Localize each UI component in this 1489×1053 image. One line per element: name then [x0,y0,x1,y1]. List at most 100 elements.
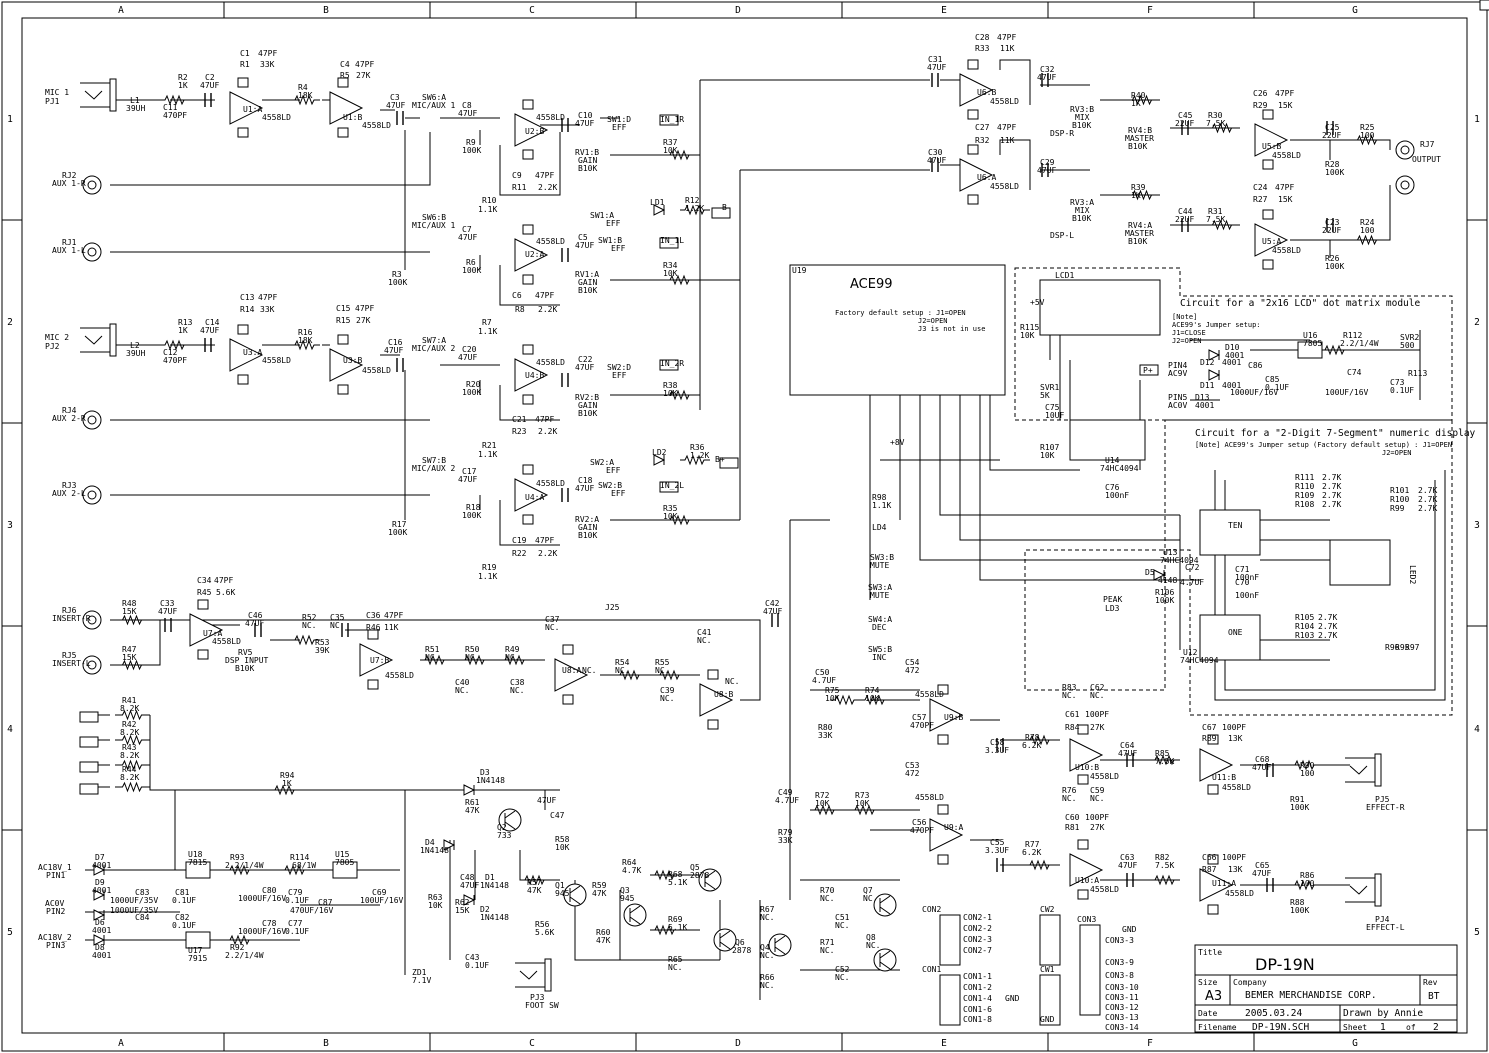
part-label-c36v: 47PF [384,611,403,620]
part-label-rv3am: MIX [1075,206,1090,215]
diode-symbol [653,204,666,216]
part-label-r87: R87 [1202,865,1217,874]
diode-symbol [93,909,106,921]
part-label-c31: C31 [928,55,943,64]
part-label-r2: R2 [178,73,188,82]
part-label-rv1a: RV1:A [575,270,599,279]
part-label-c1: C1 [240,49,250,58]
part-label-q6v: 2878 [732,946,751,955]
part-label-pin4: PIN4 [1168,361,1187,370]
part-label-c9: C9 [512,171,522,180]
part-label-r66: R66 [760,973,775,982]
part-label-r42v: 8.2K [120,728,139,737]
segment-note: J2=OPEN [1382,449,1412,457]
part-label-con3_11: CON3-11 [1105,993,1139,1002]
u13-name: 74HC4094 [1160,556,1199,565]
part-label-r112v: 2.2/1/4W [1340,339,1379,348]
part-label-cw1: CW1 [1040,965,1055,974]
part-label-ac0v: AC0V [45,899,64,908]
part-label-c21: C21 [512,415,527,424]
capacitor-symbol [164,618,172,632]
part-label-r78: R78 [1025,733,1040,742]
part-label-r33v: 11K [1000,44,1015,53]
part-label-r42: R42 [122,720,137,729]
part-label-cw2: CW2 [1040,905,1055,914]
net-tag-box [1139,364,1159,376]
date-value: 2005.03.24 [1245,1008,1302,1019]
part-label-r44: R44 [122,765,137,774]
part-label-r101v: 2.7K [1418,486,1437,495]
part-label-c43: C43 [465,953,480,962]
part-label-sw3b: SW3:B [870,553,894,562]
part-label-r40: R40 [1131,91,1146,100]
size-value: A3 [1205,989,1222,1004]
grid-column-label: C [529,5,535,16]
part-label-r103: R103 [1295,631,1314,640]
part-label-r15: R15 [336,316,351,325]
part-label-rj6: RJ6 [62,606,77,615]
part-label-r29: R29 [1253,101,1268,110]
part-label-c37v: NC. [545,623,559,632]
part-label-c37: C37 [545,615,560,624]
part-label-c62: C62 [1090,683,1105,692]
part-label-c63: C63 [1120,853,1135,862]
part-label-u10av: 4558LD [1090,885,1119,894]
part-label-r85v: 7.5K [1155,757,1174,766]
part-label-c76: C76 [1105,483,1120,492]
part-label-u15v: 7805 [335,858,354,867]
component-bodies [79,0,1489,992]
resistor-symbol [265,784,305,796]
part-label-p8v: +8V [890,438,905,447]
part-label-dspr: DSP-R [1050,129,1074,138]
diode-symbol [653,454,666,466]
u19-note: J2=OPEN [918,317,948,325]
part-label-r51: R51 [425,645,440,654]
part-label-r23v: 2.2K [538,427,557,436]
part-label-d5v: 4148 [1158,576,1177,585]
part-label-r104v: 2.7K [1318,622,1337,631]
part-label-effr: EFFECT-R [1366,803,1405,812]
u12-ref: U12 [1183,648,1198,657]
part-label-r14: R14 [240,305,255,314]
capacitor-symbol [204,338,212,352]
resistor-symbol [1150,874,1180,886]
part-label-rj4: RJ4 [62,406,77,415]
part-label-r63v: 10K [428,901,443,910]
part-label-r57: R57 [527,878,542,887]
part-label-u2bv: 4558LD [536,113,565,122]
part-label-u18: U18 [188,850,203,859]
part-label-c68v: 47UF [1252,763,1271,772]
part-label-r73: R73 [855,791,870,800]
part-label-c73: C73 [1390,378,1405,387]
part-label-r19: R19 [482,563,497,572]
part-label-svr1: SVR1 [1040,383,1059,392]
part-label-rv3b: RV3:B [1070,105,1094,114]
part-label-r17v: 100K [388,528,407,537]
part-label-u10b: U10:B [1075,763,1099,772]
part-label-sw1av: EFF [606,219,621,228]
part-label-r21: R21 [482,441,497,450]
part-label-q2v: 733 [497,831,512,840]
part-label-r12: R12 [685,196,700,205]
part-label-c33v: 47UF [158,607,177,616]
part-label-c71v: 100nF [1235,573,1259,582]
part-label-c12v: 470PF [163,356,187,365]
part-label-c18: C18 [578,476,593,485]
drawn-by: Drawn by Annie [1343,1008,1423,1019]
part-label-d9: D9 [95,878,105,887]
phone-jack-symbol [515,962,545,988]
capacitor-symbol [931,73,939,87]
resistor-symbol [680,204,710,216]
part-label-c70: C70 [1235,578,1250,587]
part-label-r26: R26 [1325,254,1340,263]
part-label-u17v: 7915 [188,954,207,963]
part-label-peak: PEAK [1103,595,1122,604]
part-label-c87v: 470UF/16V [290,906,334,915]
part-label-r36v: 1.2K [690,451,709,460]
part-label-rv3av: B10K [1072,214,1091,223]
lcd-note: ACE99's Jumper setup: [1172,321,1261,329]
part-label-d12v: 4001 [1222,358,1241,367]
op-amp-symbol [1254,123,1289,157]
part-label-c72: C72 [1185,563,1200,572]
part-label-rv3bv: B10K [1072,121,1091,130]
